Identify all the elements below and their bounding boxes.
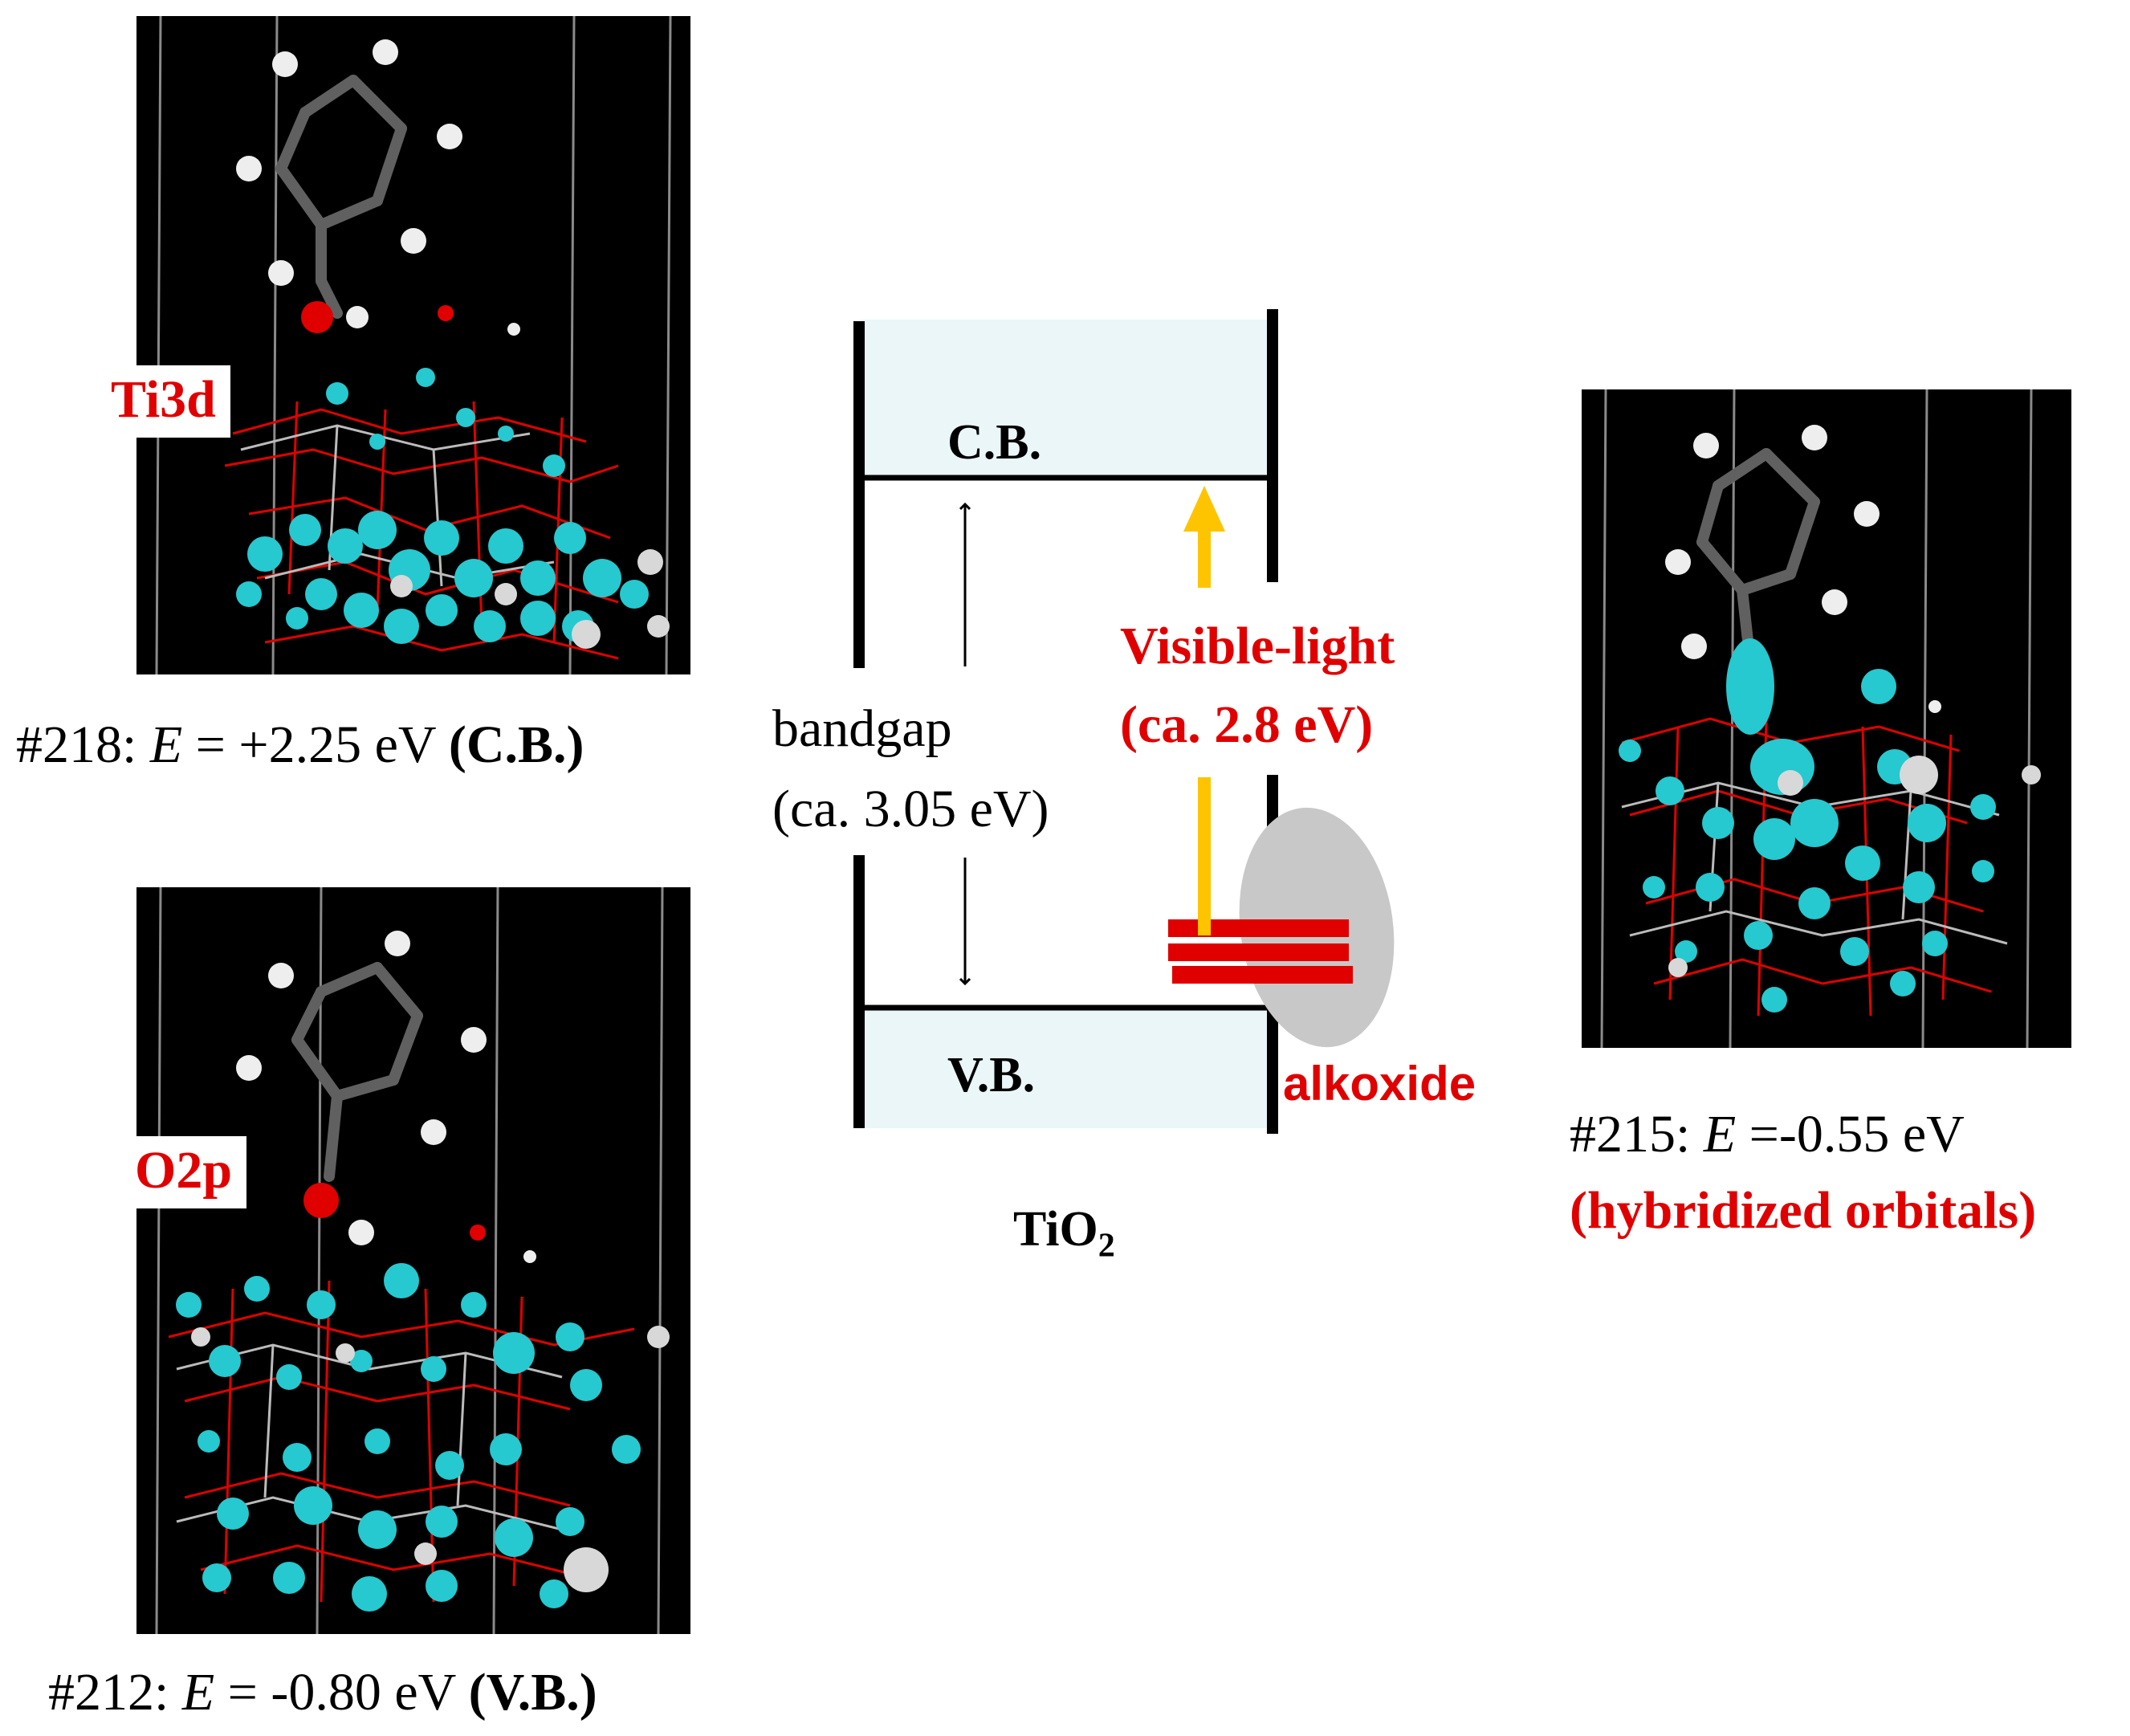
molecule-panel-cb: [136, 16, 690, 674]
orbital-render-hybrid: [1600, 389, 2041, 1048]
vb-label: V.B.: [947, 1048, 1036, 1102]
orbital-label-o2p: O2p: [120, 1136, 247, 1208]
alkoxide-level-1: [1168, 919, 1349, 937]
visible-light-label: Visible-light: [1120, 617, 1395, 675]
conduction-band-region: [861, 320, 1270, 476]
cb-label: C.B.: [947, 415, 1042, 470]
visible-light-arrowhead: [1183, 486, 1225, 532]
orbital-label-ti3d: Ti3d: [96, 365, 230, 438]
bandgap-value: (ca. 3.05 eV): [772, 780, 1049, 838]
molecule-panel-hybrid: [1582, 389, 2071, 1048]
alkoxide-level-3: [1172, 966, 1353, 984]
bandgap-label: bandgap: [772, 699, 952, 758]
material-label: TiO2: [1013, 1202, 1115, 1265]
alkoxide-level-2: [1168, 943, 1349, 961]
molecule-panel-vb: [136, 887, 690, 1634]
valence-band-region: [861, 1008, 1270, 1128]
caption-hybrid-note: (hybridized orbitals): [1570, 1181, 2037, 1240]
caption-hybrid: #215: E =-0.55 eV: [1570, 1105, 1965, 1163]
visible-light-value: (ca. 2.8 eV): [1120, 695, 1374, 754]
alkoxide-label: alkoxide: [1283, 1057, 1476, 1110]
orbital-render-cb: [155, 16, 672, 674]
caption-cb: #218: E = +2.25 eV (C.B.): [16, 715, 584, 774]
caption-vb: #212: E = -0.80 eV (V.B.): [48, 1663, 597, 1722]
orbital-render-vb: [155, 887, 670, 1634]
